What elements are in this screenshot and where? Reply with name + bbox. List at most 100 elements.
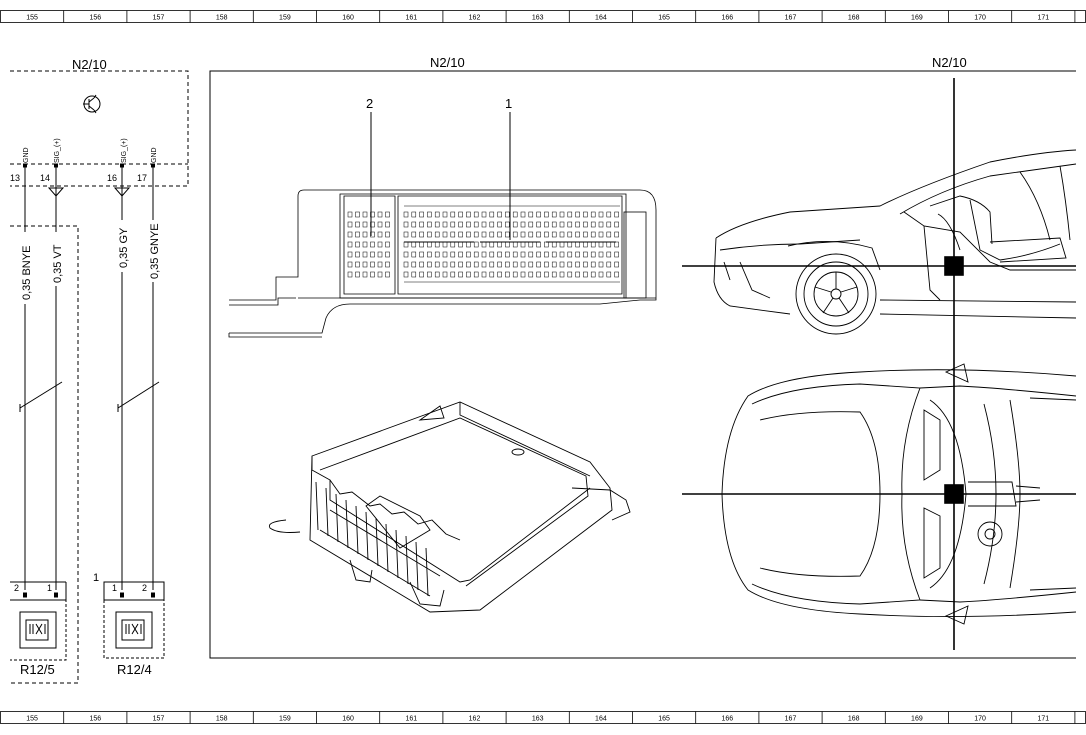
connector-pin <box>355 241 360 248</box>
connector-pin <box>403 261 409 268</box>
connector-pin <box>497 221 502 228</box>
connector-pin <box>362 271 368 278</box>
pin-16-signal: SIG_(+) <box>121 138 128 163</box>
bottom-ruler-cell-label: 169 <box>911 716 923 723</box>
connector-pin <box>481 251 487 258</box>
connector-pin <box>385 221 390 228</box>
wire-label-vt: 0,35 VT <box>52 244 64 283</box>
vehicle-title: N2/10 <box>932 55 967 70</box>
bottom-ruler-cell-label: 158 <box>216 716 228 723</box>
callout-2: 2 <box>366 96 373 111</box>
connector-pin <box>567 241 573 248</box>
connector-pin <box>385 241 390 248</box>
connector-pin <box>419 261 424 268</box>
pin-14-number: 14 <box>40 173 50 183</box>
connector-pin <box>385 251 390 258</box>
connector-pin <box>419 271 424 278</box>
connector-pin <box>505 221 510 228</box>
connector-pin <box>427 251 432 258</box>
bottom-ruler-cell-label: 167 <box>785 716 797 723</box>
connector-pin <box>473 231 479 238</box>
connector-pin <box>536 261 541 268</box>
connector-pin <box>347 231 353 238</box>
connector-pin <box>362 211 368 218</box>
location-crosshair <box>682 78 1076 650</box>
connector-pin <box>606 261 612 268</box>
connector-pin <box>481 261 487 268</box>
schematic: N2/10 GND SIG_(+) SIG_(+) GND 13 14 16 1… <box>10 57 189 684</box>
connector-pin <box>347 261 353 268</box>
control-unit-3d-view <box>268 401 631 613</box>
connector-pin <box>528 261 534 268</box>
top-ruler-cell-label: 159 <box>279 15 291 22</box>
connector-pin <box>559 211 565 218</box>
connector-pin <box>434 241 440 248</box>
connector-pin <box>512 241 518 248</box>
connector-pin <box>434 221 440 228</box>
connector-pin <box>450 211 456 218</box>
connector-pin <box>419 211 424 218</box>
connector-pin <box>520 221 526 228</box>
connector-pin <box>450 231 456 238</box>
connector-pin <box>362 251 368 258</box>
component-view-panel: N2/10 N2/10 2 1 <box>209 55 1077 659</box>
connector-pin <box>590 221 596 228</box>
connector-pin <box>559 271 565 278</box>
connector-pin <box>370 251 375 258</box>
connector-pin <box>458 271 463 278</box>
top-ruler-cell-label: 162 <box>469 15 481 22</box>
connector-pin <box>559 241 565 248</box>
connector-pin <box>528 271 534 278</box>
connector-pin <box>347 271 353 278</box>
pin-16-number: 16 <box>107 173 117 183</box>
connector-pin <box>370 241 375 248</box>
connector-pin <box>559 261 565 268</box>
sensor-symbol-icon <box>121 619 145 641</box>
connector-pin <box>528 221 534 228</box>
connector-pin <box>442 231 448 238</box>
connector-pin <box>466 261 471 268</box>
connector-pin <box>458 241 463 248</box>
connector-pin <box>450 271 456 278</box>
panel-title: N2/10 <box>430 55 465 70</box>
connector-pin <box>370 271 375 278</box>
connector-pin <box>598 221 604 228</box>
connector-pin <box>403 241 409 248</box>
connector-pin <box>567 211 573 218</box>
connector-pin <box>377 221 383 228</box>
connector-pin <box>434 251 440 258</box>
connector-pin <box>583 231 588 238</box>
top-ruler-cell-label: 164 <box>595 15 607 22</box>
connector-pin <box>575 241 580 248</box>
connector-pin <box>544 241 549 248</box>
connector-pin <box>528 251 534 258</box>
connector-pin <box>347 221 353 228</box>
connector-pin <box>575 211 580 218</box>
connector-pin <box>419 241 424 248</box>
connector-pin <box>512 251 518 258</box>
connector-pin <box>551 221 557 228</box>
connector-pin <box>489 231 495 238</box>
connector-pin <box>497 241 502 248</box>
connector-pin <box>583 241 588 248</box>
connector-pin <box>427 261 432 268</box>
connector-pin <box>544 231 549 238</box>
connector-pin <box>551 231 557 238</box>
connector-pin <box>489 261 495 268</box>
connector-pin <box>590 231 596 238</box>
connector-pin <box>583 271 588 278</box>
connector-pin <box>347 251 353 258</box>
connector-pin <box>355 221 360 228</box>
connector-pin <box>598 261 604 268</box>
connector-pin <box>403 231 409 238</box>
connector-pin <box>583 261 588 268</box>
connector-pin <box>411 211 417 218</box>
connector-pin <box>355 261 360 268</box>
connector-pin <box>551 211 557 218</box>
connector-pin <box>512 271 518 278</box>
connector-pin <box>536 231 541 238</box>
connector-pin <box>567 261 573 268</box>
connector-pin <box>489 211 495 218</box>
